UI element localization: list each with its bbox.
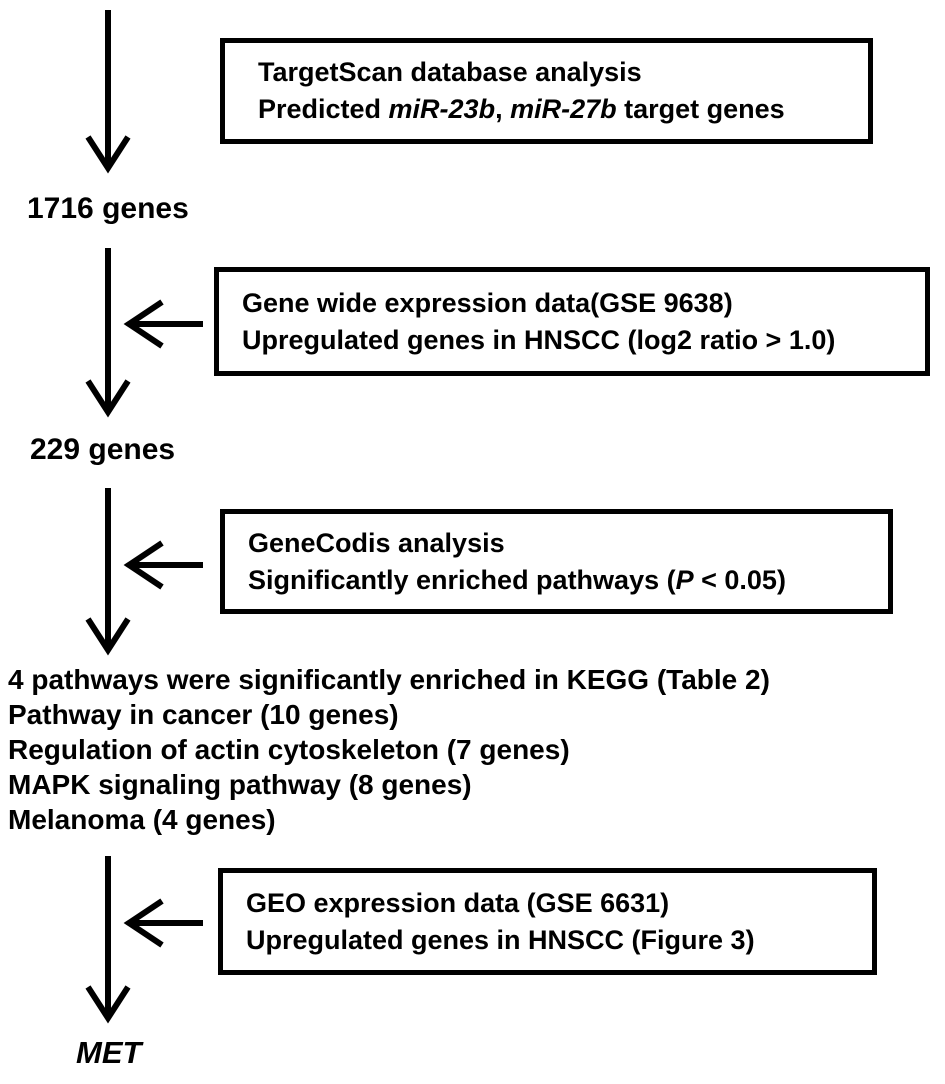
box-genecodis-line2: Significantly enriched pathways (P < 0.0… [248, 562, 888, 599]
box-targetscan-line2: Predicted miR-23b, miR-27b target genes [258, 91, 868, 128]
box-gse9638-expression: Gene wide expression data(GSE 9638) Upre… [214, 267, 930, 376]
text-run: < 0.05) [693, 564, 786, 595]
box-geo-line2: Upregulated genes in HNSCC (Figure 3) [246, 924, 755, 955]
down-arrow-icon [85, 856, 131, 1024]
down-arrow-icon [85, 10, 131, 174]
box-targetscan-analysis: TargetScan database analysis Predicted m… [220, 38, 873, 144]
text-run: Predicted [258, 94, 389, 124]
box-targetscan-line1: TargetScan database analysis [258, 57, 642, 87]
pathway-item: Melanoma (4 genes) [8, 804, 276, 835]
left-arrow-icon [123, 299, 203, 349]
box-geo-expression: GEO expression data (GSE 6631) Upregulat… [218, 868, 877, 975]
box-genecodis-analysis: GeneCodis analysis Significantly enriche… [220, 509, 893, 614]
box-gse9638-line1: Gene wide expression data(GSE 9638) [242, 287, 733, 318]
down-arrow-icon [85, 248, 131, 418]
left-arrow-icon [123, 540, 203, 590]
pathways-summary: 4 pathways were significantly enriched i… [8, 662, 770, 837]
text-run-p-value: P [675, 564, 694, 595]
box-genecodis-line1: GeneCodis analysis [248, 527, 505, 558]
text-run-mir27b: miR-27b [510, 94, 617, 124]
pathway-item: MAPK signaling pathway (8 genes) [8, 769, 472, 800]
label-1716-genes: 1716 genes [27, 192, 189, 225]
text-run-mir23b: miR-23b [388, 94, 496, 124]
box-gse9638-line2: Upregulated genes in HNSCC (log2 ratio >… [242, 324, 836, 355]
pathways-header: 4 pathways were significantly enriched i… [8, 664, 770, 695]
label-229-genes: 229 genes [30, 433, 176, 466]
text-run: target genes [616, 94, 785, 124]
pathway-item: Pathway in cancer (10 genes) [8, 699, 399, 730]
left-arrow-icon [123, 898, 203, 948]
text-run: , [495, 94, 511, 124]
label-met-gene: MET [76, 1035, 142, 1070]
pathway-item: Regulation of actin cytoskeleton (7 gene… [8, 734, 570, 765]
box-geo-line1: GEO expression data (GSE 6631) [246, 887, 670, 918]
text-run: Significantly enriched pathways ( [248, 564, 676, 595]
down-arrow-icon [85, 488, 131, 656]
